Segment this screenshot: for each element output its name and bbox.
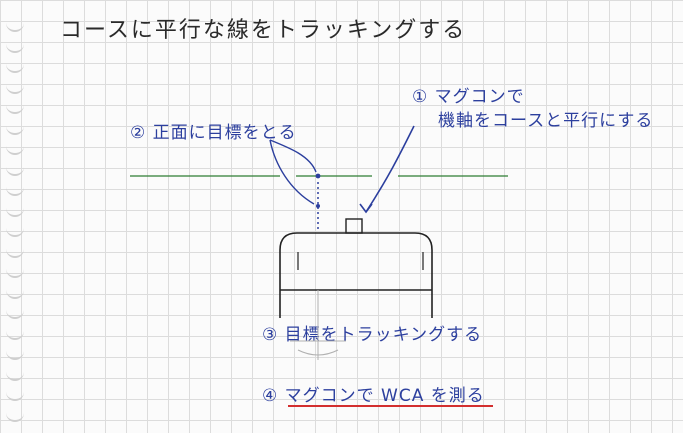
binding-ring	[6, 141, 24, 155]
binding-ring	[6, 59, 24, 73]
step-1-label: ① マグコンで	[412, 87, 525, 107]
binding-ring	[6, 264, 24, 278]
binding-ring	[6, 285, 24, 299]
binding-ring	[6, 326, 24, 340]
step-2-label: ② 正面に目標をとる	[130, 123, 297, 143]
binding-ring	[6, 162, 24, 176]
step-3-label: ③ 目標をトラッキングする	[262, 325, 483, 345]
binding-ring	[6, 100, 24, 114]
crosshair-arc	[297, 349, 339, 356]
binding-ring	[6, 346, 24, 360]
binding-ring	[6, 223, 24, 237]
binding-ring	[6, 182, 24, 196]
step-2-pointer-target	[269, 139, 317, 173]
page-title: コースに平行な線をトラッキングする	[60, 18, 467, 43]
step-1-detail: 機軸をコースと平行にする	[438, 111, 654, 131]
binding-ring	[6, 387, 24, 401]
binding-ring	[6, 408, 24, 422]
binding-ring	[6, 39, 24, 53]
target-dot	[315, 173, 321, 179]
binding-ring	[6, 305, 24, 319]
binding-ring	[6, 367, 24, 381]
magnetic-compass-icon	[345, 218, 363, 234]
binding-ring	[6, 80, 24, 94]
sight-dot	[316, 204, 320, 208]
step-4-label: ④ マグコンで WCA を測る	[262, 386, 485, 406]
binding-ring	[6, 18, 24, 32]
binding-ring	[6, 244, 24, 258]
binding-ring	[6, 121, 24, 135]
binding-ring	[6, 203, 24, 217]
aircraft-body-icon	[279, 232, 433, 318]
notebook-binding	[0, 0, 34, 433]
step-2-pointer-sight	[269, 139, 315, 205]
step-1-arrowhead	[359, 203, 373, 214]
step-1-arrow	[365, 125, 415, 213]
